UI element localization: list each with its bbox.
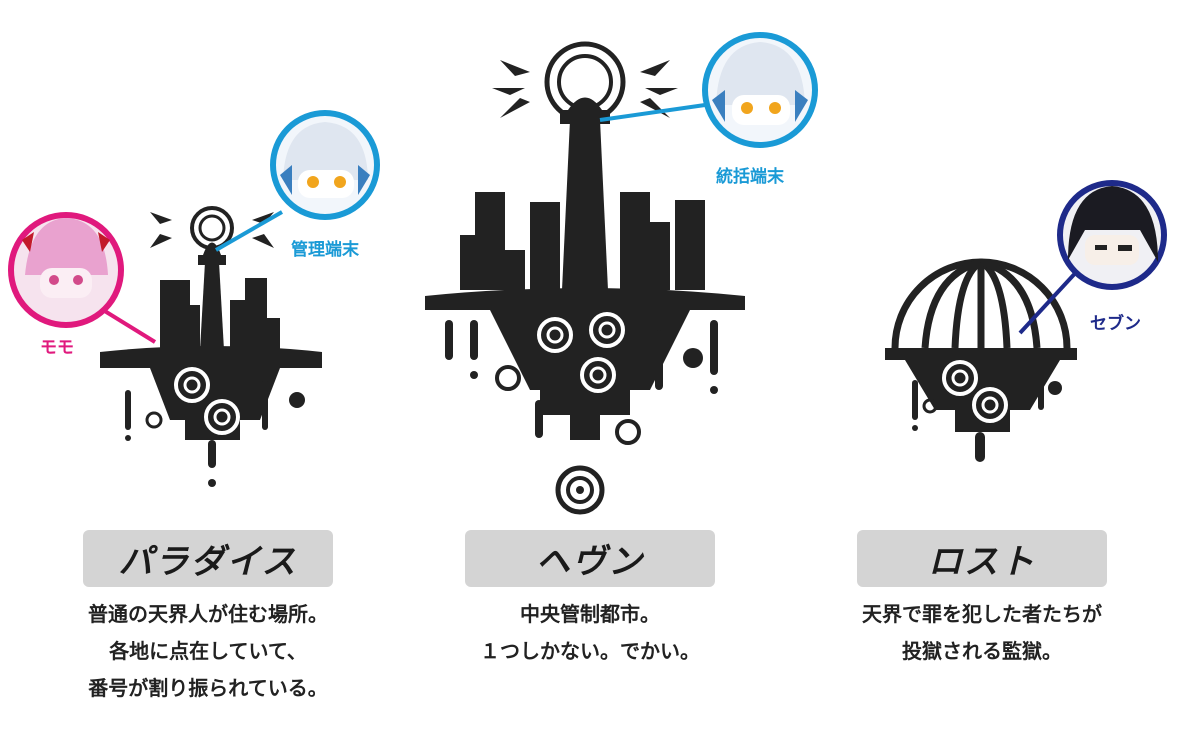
description-line: 各地に点在していて、 <box>109 639 307 663</box>
lost-island <box>885 258 1077 462</box>
paradise-island <box>100 206 322 487</box>
description-line: 普通の天界人が住む場所。 <box>88 602 328 626</box>
heaven-island <box>425 41 745 515</box>
description-line: 天界で罪を犯した者たちが <box>862 602 1102 626</box>
description-line: １つしかない。でかい。 <box>480 639 700 663</box>
label-admin-terminal: 管理端末 <box>291 240 359 260</box>
city-name-paradise: パラダイス <box>83 530 333 587</box>
description-line: 投獄される監獄。 <box>902 639 1062 663</box>
description-lost: 天界で罪を犯した者たちが 投獄される監獄。 <box>802 596 1162 670</box>
avatar-admin-terminal <box>270 110 380 220</box>
description-heaven: 中央管制都市。 １つしかない。でかい。 <box>410 596 770 670</box>
label-seven: セブン <box>1090 314 1141 334</box>
avatar-central-terminal <box>702 32 818 148</box>
label-momo: モモ <box>40 338 74 358</box>
description-line: 番号が割り振られている。 <box>88 676 328 700</box>
city-name-heaven: ヘヴン <box>465 530 715 587</box>
city-name-lost: ロスト <box>857 530 1107 587</box>
avatar-momo <box>8 212 124 328</box>
label-central-terminal: 統括端末 <box>716 167 784 187</box>
avatar-seven <box>1057 180 1167 290</box>
description-line: 中央管制都市。 <box>520 602 660 626</box>
description-paradise: 普通の天界人が住む場所。 各地に点在していて、 番号が割り振られている。 <box>28 596 388 707</box>
